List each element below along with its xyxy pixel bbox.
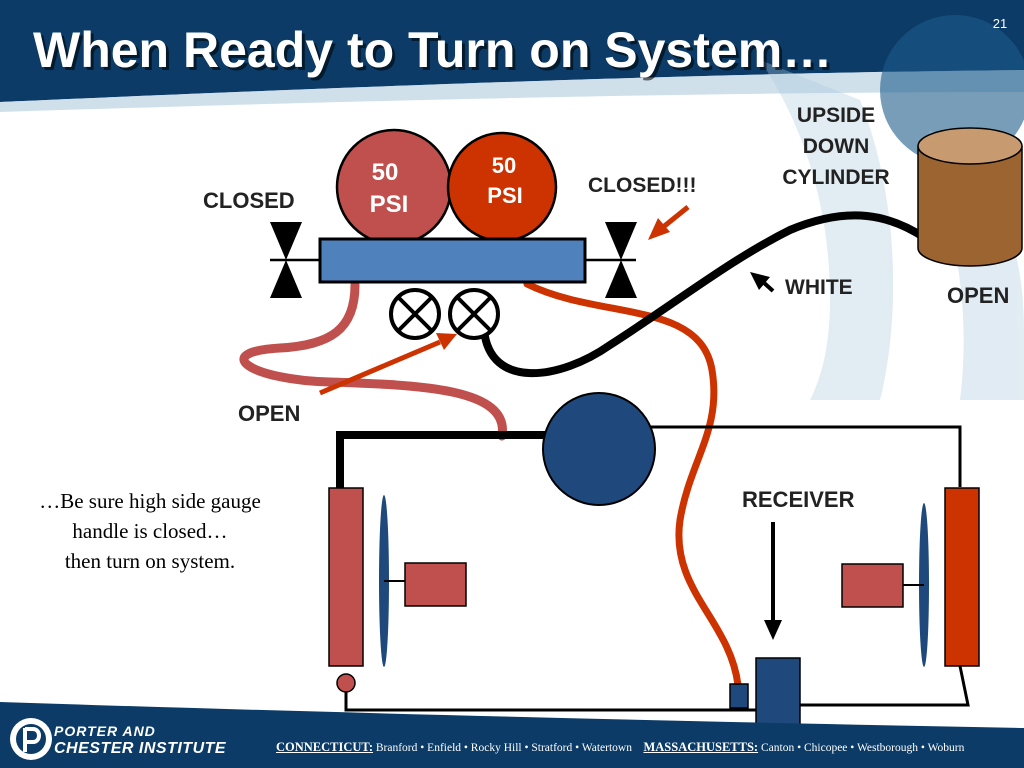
high-gauge-value: 50 <box>492 153 516 178</box>
arrow-to-right-valve-icon <box>648 205 690 240</box>
label-closed-right: CLOSED!!! <box>588 174 697 197</box>
low-service-valve-icon <box>389 288 441 340</box>
label-closed-left: CLOSED <box>203 188 295 213</box>
slide-number: 21 <box>993 16 1007 31</box>
logo-line1: PORTER AND <box>54 723 156 739</box>
footer-towns-ct: Branford • Enfield • Rocky Hill • Stratf… <box>375 742 632 754</box>
note-line2: handle is closed… <box>72 519 228 543</box>
decorative-circle <box>880 15 1024 165</box>
label-open-cylinder: OPEN <box>947 283 1009 308</box>
logo-line2: CHESTER INSTITUTE <box>54 740 227 757</box>
white-charging-hose <box>480 211 929 378</box>
high-gauge-unit: PSI <box>487 183 522 208</box>
institute-logo: PORTER AND CHESTER INSTITUTE <box>54 723 226 757</box>
label-receiver: RECEIVER <box>742 487 855 512</box>
label-cylinder-line2: DOWN <box>803 135 870 158</box>
institute-logo-icon <box>10 718 52 760</box>
header-band <box>0 0 1024 165</box>
footer-state-ma: MASSACHUSETTS: <box>643 740 759 754</box>
receiver-arrow-icon <box>764 522 782 640</box>
label-white-hose: WHITE <box>785 276 853 299</box>
evaporator-fan-motor <box>404 562 467 607</box>
footer-towns-ma: Canton • Chicopee • Westborough • Woburn <box>760 742 965 754</box>
refrigerant-cylinder <box>917 127 1023 267</box>
title-shadow: When Ready to Turn on System… <box>36 25 835 81</box>
label-open-valve: OPEN <box>238 401 300 426</box>
label-cylinder-line1: UPSIDE <box>797 104 875 127</box>
footer-band <box>0 702 1024 768</box>
evaporator-coil <box>328 487 467 693</box>
note-line3: then turn on system. <box>64 549 236 573</box>
condenser-fan-motor <box>841 563 904 608</box>
system-piping <box>336 425 970 712</box>
arrow-to-white-hose-icon <box>750 272 775 293</box>
condenser-coil <box>841 487 980 667</box>
low-side-hand-valve[interactable] <box>270 222 302 298</box>
low-gauge-value: 50 <box>372 159 399 186</box>
low-gauge-unit: PSI <box>370 191 409 218</box>
high-side-hand-valve[interactable] <box>605 222 637 298</box>
instruction-note: …Be sure high side gauge handle is close… <box>0 486 300 576</box>
footer-locations: CONNECTICUT: Branford • Enfield • Rocky … <box>276 740 1021 755</box>
arrow-to-lower-valve-icon <box>319 333 457 396</box>
note-line1: …Be sure high side gauge <box>39 489 261 513</box>
label-cylinder-line3: CYLINDER <box>782 166 889 189</box>
low-side-hose <box>239 280 507 441</box>
manifold-body <box>318 237 587 284</box>
compressor <box>542 392 656 506</box>
footer-state-ct: CONNECTICUT: <box>276 740 373 754</box>
high-side-hose <box>523 280 742 689</box>
receiver-service-port <box>729 683 749 709</box>
high-service-valve-icon <box>448 288 500 340</box>
page-title: When Ready to Turn on System… <box>33 22 832 78</box>
low-side-gauge <box>335 128 453 246</box>
